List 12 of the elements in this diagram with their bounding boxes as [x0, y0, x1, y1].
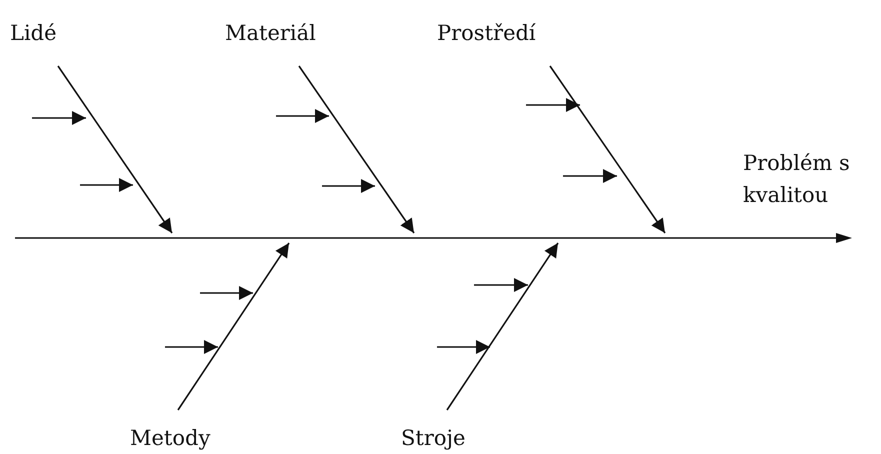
spine-arrow — [15, 233, 852, 243]
category-label: Materiál — [225, 20, 316, 46]
arrow — [298, 66, 415, 234]
category-label: Lidé — [10, 20, 57, 46]
arrow — [549, 66, 666, 234]
arrow — [446, 242, 559, 410]
category-label: Stroje — [401, 425, 466, 451]
arrow — [57, 66, 173, 234]
category-label: Prostředí — [437, 20, 536, 46]
category-label: Metody — [130, 425, 210, 451]
arrow — [177, 242, 290, 410]
effect-label: Problém s kvalitou — [743, 150, 851, 209]
